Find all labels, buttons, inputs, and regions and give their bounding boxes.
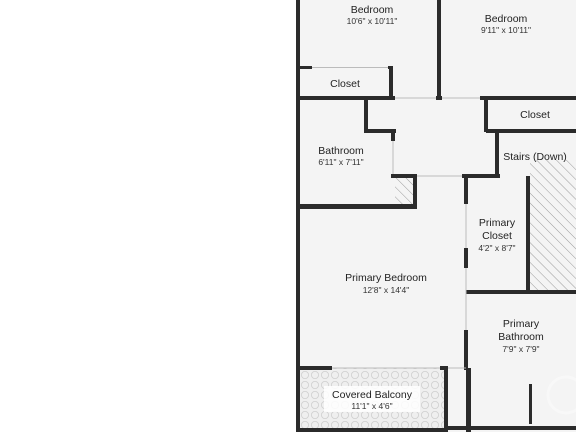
- room-covered-balcony: Covered Balcony 11'1" x 4'6": [324, 386, 420, 412]
- closet-right-name: Closet: [520, 109, 550, 121]
- primary-bedroom-name: Primary Bedroom: [345, 272, 427, 284]
- room-primary-closet: Primary Closet 4'2" x 8'7": [478, 217, 515, 253]
- bathroom-dims: 6'11" x 7'11": [318, 157, 363, 167]
- bedroom-left-dims: 10'6" x 10'11": [347, 16, 398, 26]
- room-primary-bathroom: Primary Bathroom 7'9" x 7'9": [498, 318, 544, 354]
- room-bedroom-right: Bedroom 9'11" x 10'11": [481, 13, 531, 35]
- primary-closet-name-1: Primary: [479, 217, 516, 229]
- primary-bathroom-name-1: Primary: [503, 318, 540, 330]
- balcony-label-bg: [324, 386, 420, 412]
- room-bedroom-left: Bedroom 10'6" x 10'11": [347, 4, 398, 26]
- primary-closet-dims: 4'2" x 8'7": [478, 243, 515, 253]
- primary-bedroom-dims: 12'8" x 14'4": [363, 285, 410, 295]
- walls: [296, 0, 576, 432]
- primary-bathroom-dims: 7'9" x 7'9": [502, 344, 539, 354]
- covered-balcony-name: Covered Balcony: [332, 389, 413, 401]
- openings: [312, 67, 480, 369]
- room-bathroom: Bathroom 6'11" x 7'11": [318, 145, 364, 167]
- bedroom-left-name: Bedroom: [351, 4, 394, 16]
- stairs-name: Stairs (Down): [503, 151, 567, 163]
- stair-well-hatch: [395, 176, 415, 206]
- watermark-logo: [546, 375, 576, 415]
- room-primary-bedroom: Primary Bedroom 12'8" x 14'4": [345, 272, 427, 295]
- stairs-hatch: [530, 160, 576, 292]
- primary-bathroom-name-2: Bathroom: [498, 331, 544, 343]
- bedroom-right-name: Bedroom: [485, 13, 528, 25]
- primary-closet-name-2: Closet: [482, 230, 512, 242]
- covered-balcony-dims: 11'1" x 4'6": [351, 401, 392, 411]
- bathroom-name: Bathroom: [318, 145, 364, 157]
- closet-left-name: Closet: [330, 78, 360, 90]
- bedroom-right-dims: 9'11" x 10'11": [481, 25, 531, 35]
